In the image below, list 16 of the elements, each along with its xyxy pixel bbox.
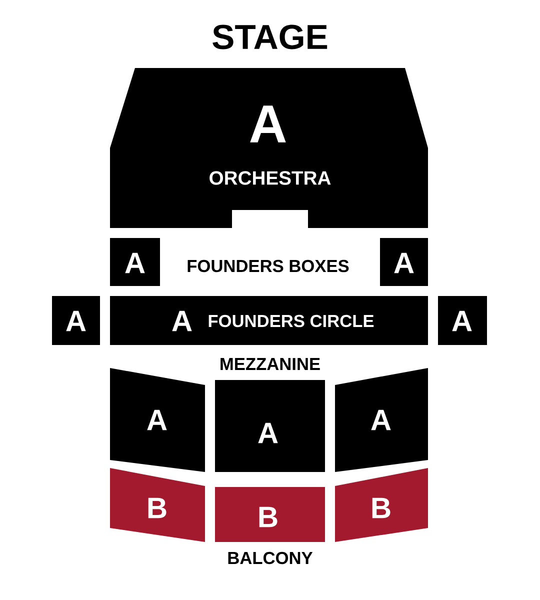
seating-section: A bbox=[215, 380, 325, 472]
seating-section: A FOUNDERS CIRCLE bbox=[110, 296, 428, 345]
seating-section: A ORCHESTRA bbox=[110, 68, 428, 228]
seating-section: A bbox=[380, 238, 428, 286]
seating-section: B bbox=[335, 468, 428, 542]
section-label: MEZZANINE bbox=[220, 358, 320, 370]
stage-label: STAGE bbox=[212, 24, 328, 50]
seating-section: B bbox=[110, 468, 205, 542]
seating-section: A bbox=[52, 296, 100, 345]
section-label: FOUNDERS BOXES bbox=[188, 260, 349, 272]
seating-section: A bbox=[110, 238, 160, 286]
seating-section: A bbox=[438, 296, 487, 345]
seating-section: A bbox=[335, 368, 428, 472]
section-label: BALCONY bbox=[228, 552, 313, 564]
seating-section: A bbox=[110, 368, 205, 472]
seating-section: B bbox=[215, 487, 325, 542]
